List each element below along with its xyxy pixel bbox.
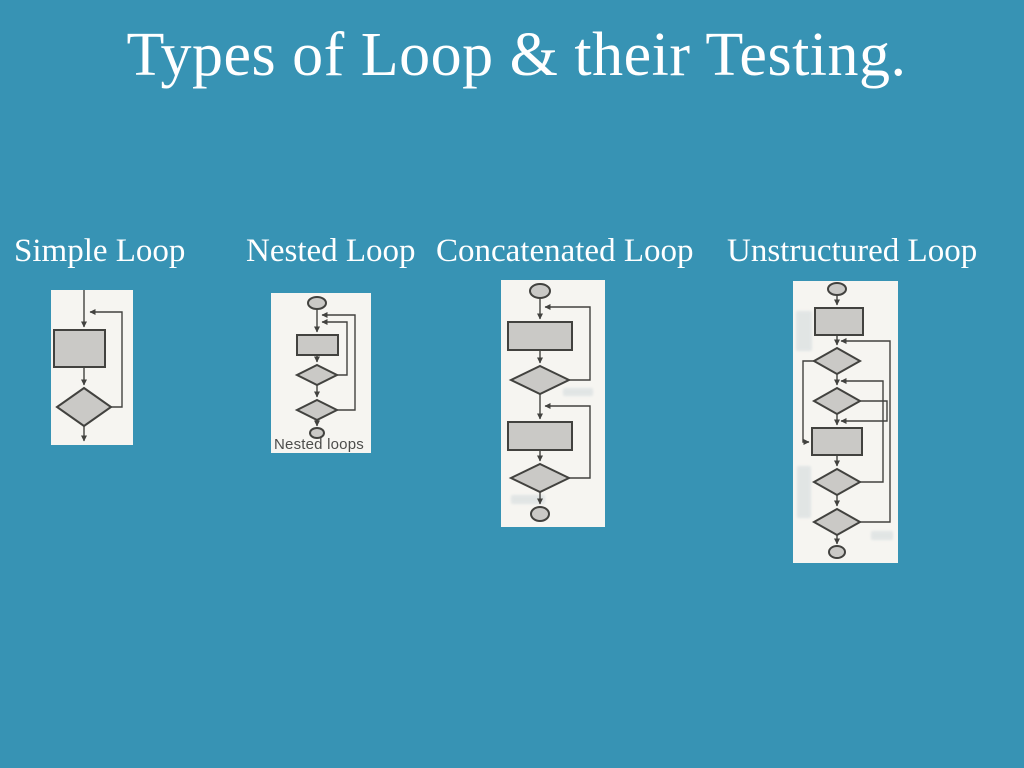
- concatenated-loop-flowchart-svg: [507, 283, 591, 522]
- label-concatenated-loop: Concatenated Loop: [436, 233, 694, 269]
- scan-ghost-text: [797, 466, 811, 518]
- start-terminator: [827, 282, 847, 296]
- process-box: [811, 427, 863, 456]
- decision-diamond: [811, 507, 863, 537]
- scan-ghost-text: [871, 531, 893, 540]
- process-box: [507, 421, 573, 451]
- label-simple-loop: Simple Loop: [14, 233, 186, 269]
- concatenated-loop-figure: [501, 280, 605, 527]
- end-terminator: [530, 506, 550, 522]
- decision-diamond: [55, 386, 113, 428]
- end-terminator: [309, 427, 325, 439]
- loop-back-connector: [840, 338, 891, 523]
- label-unstructured-loop: Unstructured Loop: [727, 233, 978, 269]
- decision-diamond: [811, 346, 863, 376]
- first-loop-back-connector: [544, 304, 591, 381]
- scan-ghost-text: [796, 311, 812, 351]
- loop-back-connector: [840, 378, 884, 483]
- process-box: [814, 307, 864, 336]
- simple-loop-flowchart-svg: [53, 290, 123, 442]
- simple-loop-figure: [51, 290, 133, 445]
- label-nested-loop: Nested Loop: [246, 233, 416, 269]
- inner-loop-back-connector: [321, 319, 348, 376]
- loop-back-connector: [89, 309, 123, 408]
- end-terminator: [828, 545, 846, 559]
- unstructured-loop-figure: [793, 281, 898, 563]
- inner-decision-diamond: [294, 363, 340, 387]
- process-box: [507, 321, 573, 351]
- unstructured-loop-flowchart-svg: [802, 282, 891, 559]
- decision-diamond: [508, 462, 572, 494]
- scan-ghost-text: [563, 388, 593, 396]
- second-loop-back-connector: [544, 403, 591, 479]
- scan-ghost-text: [511, 495, 545, 504]
- outer-decision-diamond: [294, 398, 340, 422]
- slide-title: Types of Loop & their Testing.: [126, 21, 907, 89]
- decision-diamond: [811, 386, 863, 416]
- nested-loops-caption: Nested loops: [274, 436, 364, 453]
- start-terminator: [529, 283, 551, 299]
- nested-loop-flowchart-svg: [294, 296, 356, 439]
- process-box: [53, 329, 106, 368]
- outer-loop-back-connector: [321, 312, 356, 411]
- jump-connector: [840, 400, 888, 424]
- start-terminator: [307, 296, 327, 310]
- left-jump-connector: [802, 360, 814, 445]
- process-box: [296, 334, 339, 356]
- decision-diamond: [508, 364, 572, 396]
- decision-diamond: [811, 467, 863, 497]
- nested-loop-figure: Nested loops: [271, 293, 371, 453]
